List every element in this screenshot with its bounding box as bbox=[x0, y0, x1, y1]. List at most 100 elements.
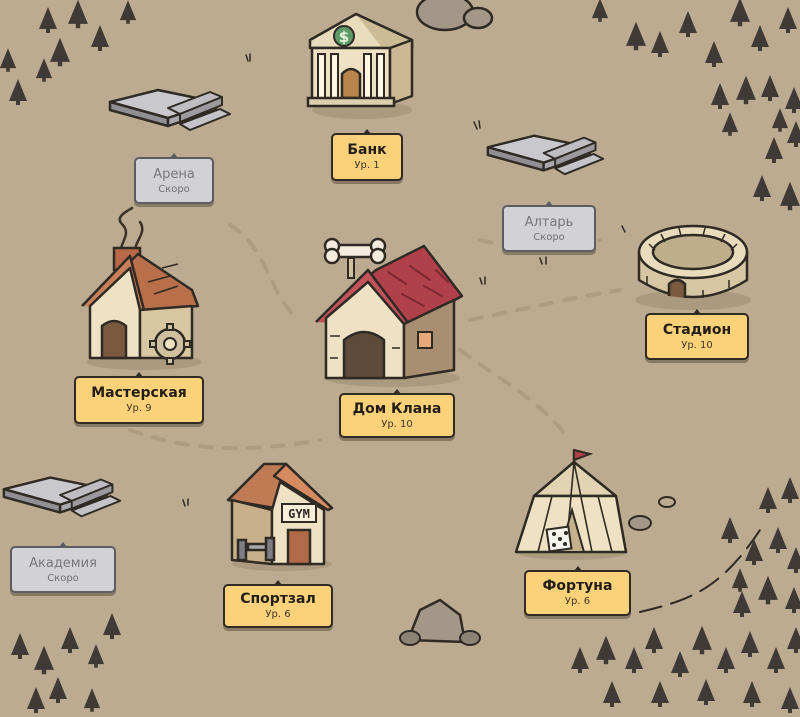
pine-tree-icon bbox=[787, 627, 800, 653]
pine-tree-icon bbox=[785, 587, 800, 613]
pine-tree-icon bbox=[571, 647, 589, 673]
clan-house-building[interactable] bbox=[306, 236, 466, 388]
bank-name: Банк bbox=[347, 142, 387, 158]
construction-slab-icon bbox=[108, 88, 231, 131]
fortune-building[interactable] bbox=[512, 446, 634, 562]
pine-tree-icon bbox=[679, 11, 697, 37]
pine-tree-icon bbox=[692, 625, 712, 655]
pine-tree-icon bbox=[771, 108, 789, 132]
pine-tree-icon bbox=[39, 7, 57, 33]
pine-tree-icon bbox=[49, 677, 67, 703]
workshop-house-icon bbox=[81, 206, 202, 370]
pine-tree-icon bbox=[787, 547, 800, 573]
pine-tree-icon bbox=[91, 25, 109, 51]
altar-status: Скоро bbox=[533, 231, 565, 243]
pine-tree-icon bbox=[626, 21, 646, 51]
gym-icon: GYM bbox=[226, 462, 334, 571]
gym-building[interactable]: GYM bbox=[224, 460, 336, 572]
pine-tree-icon bbox=[717, 647, 735, 673]
rock-icon bbox=[415, 0, 494, 32]
altar-construction-site[interactable] bbox=[484, 128, 609, 180]
workshop-name: Мастерская bbox=[91, 385, 187, 401]
bank-level: Ур. 1 bbox=[354, 160, 380, 171]
stadium-building[interactable] bbox=[633, 218, 753, 310]
pine-tree-icon bbox=[721, 517, 739, 543]
pine-tree-icon bbox=[781, 687, 799, 713]
pine-tree-icon bbox=[651, 681, 669, 707]
arena-construction-site[interactable] bbox=[106, 84, 236, 134]
pine-tree-icon bbox=[645, 627, 663, 653]
svg-text:$: $ bbox=[339, 28, 349, 46]
bank-label[interactable]: Банк Ур. 1 bbox=[331, 129, 403, 181]
gym-level: Ур. 6 bbox=[265, 609, 291, 620]
altar-name: Алтарь bbox=[524, 214, 574, 230]
pine-tree-icon bbox=[781, 477, 799, 503]
fortune-level: Ур. 6 bbox=[564, 596, 591, 607]
bank-icon: $ bbox=[306, 12, 414, 119]
pine-tree-icon bbox=[603, 681, 621, 707]
pine-tree-icon bbox=[753, 175, 771, 201]
stadium-level: Ур. 10 bbox=[681, 339, 713, 351]
gym-label[interactable]: Спортзал Ур. 6 bbox=[223, 580, 333, 628]
pine-tree-icon bbox=[745, 539, 763, 565]
construction-slab-icon bbox=[2, 476, 122, 518]
rock-icon bbox=[399, 598, 481, 646]
pine-tree-icon bbox=[50, 37, 70, 67]
fortune-name: Фортуна bbox=[542, 578, 613, 594]
clan-house-name: Дом Клана bbox=[352, 400, 442, 417]
pine-tree-icon bbox=[711, 83, 729, 109]
stadium-label[interactable]: Стадион Ур. 10 bbox=[645, 309, 749, 360]
pine-tree-icon bbox=[27, 687, 45, 713]
pine-tree-icon bbox=[767, 647, 785, 673]
bank-building[interactable]: $ bbox=[300, 10, 418, 122]
pine-tree-icon bbox=[0, 48, 17, 72]
pine-tree-icon bbox=[758, 575, 778, 605]
pine-tree-icon bbox=[61, 627, 79, 653]
arena-status: Скоро bbox=[158, 183, 190, 195]
pine-tree-icon bbox=[785, 87, 800, 113]
pine-tree-icon bbox=[780, 181, 800, 211]
clan-house-level: Ур. 10 bbox=[381, 418, 413, 430]
fortune-label[interactable]: Фортуна Ур. 6 bbox=[524, 566, 631, 616]
rock-icon bbox=[658, 496, 676, 508]
pine-tree-icon bbox=[733, 591, 751, 617]
pine-tree-icon bbox=[730, 0, 750, 27]
arena-name: Арена bbox=[153, 166, 195, 182]
pine-tree-icon bbox=[779, 7, 797, 33]
arena-label[interactable]: Арена Скоро bbox=[134, 153, 214, 204]
academy-construction-site[interactable] bbox=[0, 470, 126, 522]
pine-tree-icon bbox=[103, 613, 121, 639]
pine-tree-icon bbox=[83, 688, 101, 712]
clan-house-label[interactable]: Дом Клана Ур. 10 bbox=[339, 389, 455, 438]
pine-tree-icon bbox=[596, 635, 616, 665]
pine-tree-icon bbox=[671, 651, 689, 677]
academy-name: Академия bbox=[29, 555, 97, 571]
pine-tree-icon bbox=[736, 75, 756, 105]
stadium-icon bbox=[635, 224, 751, 310]
pine-tree-icon bbox=[35, 58, 53, 82]
pine-tree-icon bbox=[731, 568, 749, 592]
pine-tree-icon bbox=[787, 121, 800, 147]
pine-tree-icon bbox=[721, 112, 739, 136]
pine-tree-icon bbox=[87, 644, 105, 668]
academy-status: Скоро bbox=[47, 572, 79, 584]
pine-tree-icon bbox=[9, 79, 27, 105]
pine-tree-icon bbox=[743, 681, 761, 707]
pine-tree-icon bbox=[11, 633, 29, 659]
workshop-level: Ур. 9 bbox=[126, 403, 152, 414]
workshop-building[interactable] bbox=[74, 206, 209, 371]
pine-tree-icon bbox=[591, 0, 609, 22]
construction-slab-icon bbox=[486, 134, 605, 176]
stadium-name: Стадион bbox=[662, 321, 732, 338]
workshop-label[interactable]: Мастерская Ур. 9 bbox=[74, 372, 204, 424]
pine-tree-icon bbox=[741, 631, 759, 657]
pine-tree-icon bbox=[119, 0, 137, 24]
circus-tent-icon bbox=[514, 448, 628, 560]
altar-label[interactable]: Алтарь Скоро bbox=[502, 201, 596, 252]
pine-tree-icon bbox=[34, 645, 54, 675]
pine-tree-icon bbox=[751, 25, 769, 51]
pine-tree-icon bbox=[705, 41, 723, 67]
academy-label[interactable]: Академия Скоро bbox=[10, 542, 116, 593]
